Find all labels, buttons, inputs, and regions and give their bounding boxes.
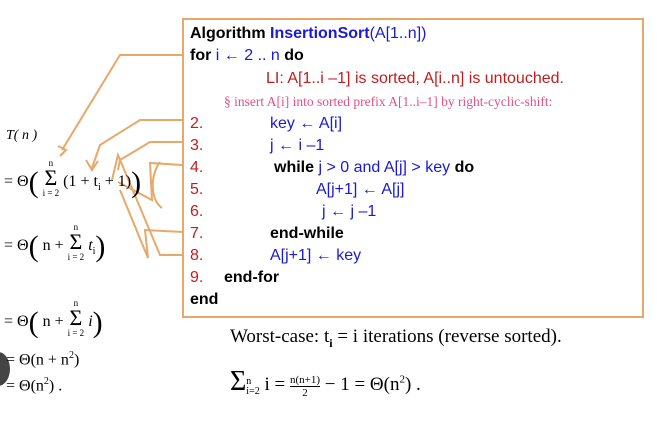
end-keyword: end (190, 291, 219, 308)
bracket-lines-4-6 (151, 161, 163, 209)
for-line: for i ← 2 .. n do (190, 46, 304, 66)
algorithm-name: InsertionSort (270, 25, 370, 42)
arrow-for-to-sum (61, 54, 183, 151)
equation-1: = Θ( n Σ i = 2 (1 + ti + 1)) (4, 158, 142, 199)
for-keyword: for (190, 47, 212, 64)
sum-formula-line: Σ n i=2 i = n(n+1) 2 − 1 = Θ(n2) . (230, 366, 421, 399)
end-for-keyword: end-for (224, 269, 280, 286)
tn-label: T( n ) (6, 128, 38, 143)
end-while-keyword: end-while (270, 225, 344, 242)
for-range: i ← 2 .. n (215, 47, 280, 64)
while-keyword: while (274, 159, 315, 176)
loop-invariant: LI: A[1..i –1] is sorted, A[i..n] is unt… (266, 70, 564, 87)
algorithm-keyword: Algorithm (190, 25, 266, 42)
do-keyword: do (284, 47, 304, 64)
equation-5: = Θ(n2) . (6, 376, 63, 395)
worst-case-line: Worst-case: ti = i iterations (reverse s… (230, 326, 562, 350)
arrow-line8-to-sum (111, 151, 183, 256)
algorithm-header: Algorithm InsertionSort(A[1..n]) (190, 24, 426, 44)
equation-3: = Θ( n + n Σ i = 2 i) (4, 298, 103, 339)
arrow-line2-to-sum (91, 119, 183, 169)
equation-4: = Θ(n + n2) (6, 350, 80, 369)
algorithm-args: (A[1..n]) (369, 25, 427, 42)
equation-2: = Θ( n + n Σ i = 2 ti) (4, 222, 106, 263)
algorithm-box: Algorithm InsertionSort(A[1..n]) for i ←… (182, 18, 644, 318)
comment-line: § insert A[i] into sorted prefix A[1..i–… (224, 94, 553, 109)
decorative-circle (0, 352, 10, 386)
arrow-while-to-ti (117, 161, 183, 202)
